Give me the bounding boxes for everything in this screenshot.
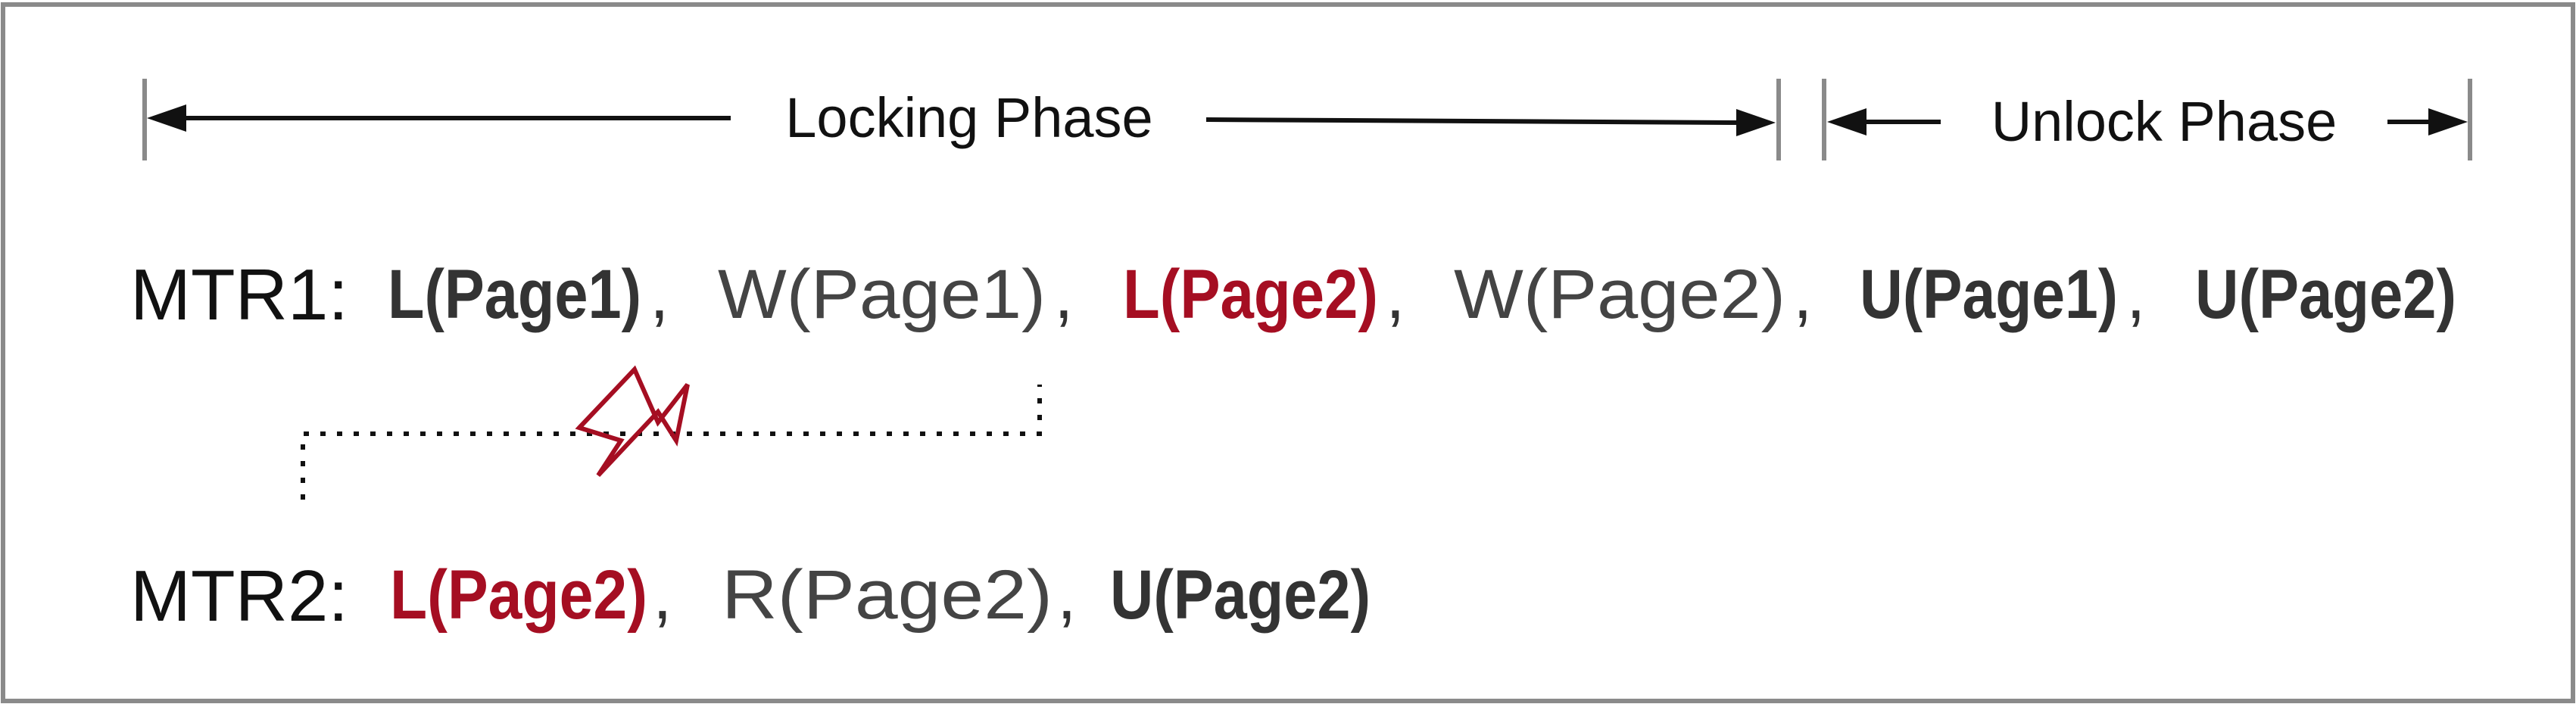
mtr1-op-unlock-page1: U(Page1) (1860, 256, 2118, 333)
mtr2-op-lock-page2: L(Page2) (390, 556, 647, 634)
mtr2-op-unlock-page2: U(Page2) (1110, 556, 1371, 634)
mtr2-operations: L(Page2) , R(Page2) , U(Page2) (390, 556, 1371, 634)
mtr1-separator: , (650, 256, 669, 333)
unlock-phase-label: Unlock Phase (1991, 90, 2337, 153)
mtr1-separator: , (2126, 256, 2146, 333)
mtr1-label: MTR1: (130, 254, 348, 335)
mtr2-op-read-page2: R(Page2) (722, 556, 1053, 634)
locking-phase-left-arrow (147, 104, 731, 132)
mtr1-op-unlock-page2: U(Page2) (2195, 256, 2456, 333)
lightning-bolt-icon (575, 365, 690, 478)
unlock-phase-left-arrow (1827, 108, 1941, 136)
mtr1-separator: , (1793, 256, 1813, 333)
mtr1-separator: , (1054, 256, 1074, 333)
mtr1-op-lock-page2: L(Page2) (1123, 256, 1378, 333)
mtr1-separator: , (1386, 256, 1405, 333)
mtr2-separator: , (1057, 556, 1077, 634)
locking-phase-right-arrow (1205, 109, 1776, 136)
mtr1-op-lock-page1: L(Page1) (388, 256, 641, 333)
mtr2-separator: , (653, 556, 672, 634)
unlock-phase-right-arrow (2387, 108, 2468, 136)
mtr2-label: MTR2: (130, 556, 348, 637)
mtr1-op-write-page1: W(Page1) (718, 256, 1046, 333)
mtr1-op-write-page2: W(Page2) (1454, 256, 1785, 333)
locking-phase-label: Locking Phase (785, 86, 1152, 149)
mtr1-operations: L(Page1) , W(Page1) , L(Page2) , W(Page2… (388, 256, 2456, 333)
